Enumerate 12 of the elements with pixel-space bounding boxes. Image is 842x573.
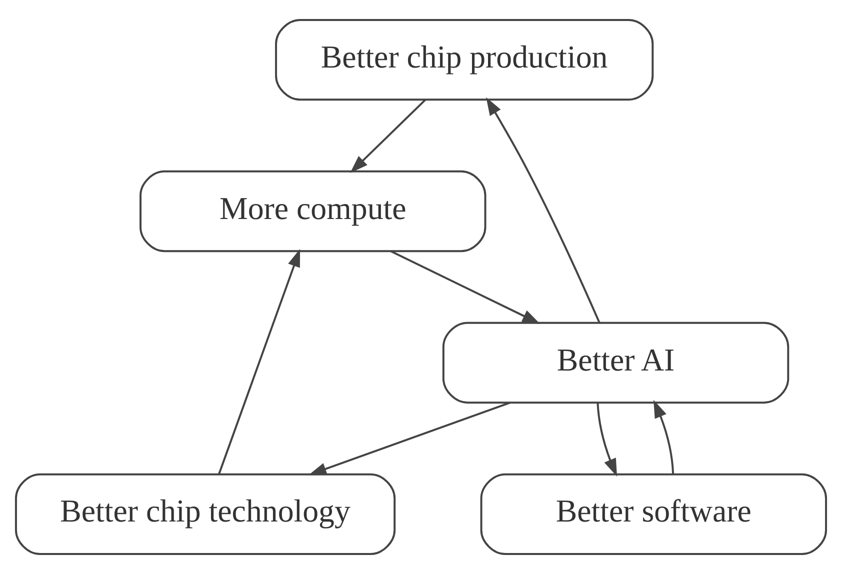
arrow [350,98,426,173]
node-box: Better chip production [275,18,654,100]
arrow [390,250,540,324]
node-box: Better software [480,472,828,555]
arrow [218,248,300,474]
arrow [596,402,618,476]
node-box: More compute [140,170,486,252]
arrow [308,401,510,475]
arrow [486,96,600,322]
node-box: Better chip technology [14,472,396,555]
arrow [654,399,674,474]
node-box: Better AI [442,321,790,404]
